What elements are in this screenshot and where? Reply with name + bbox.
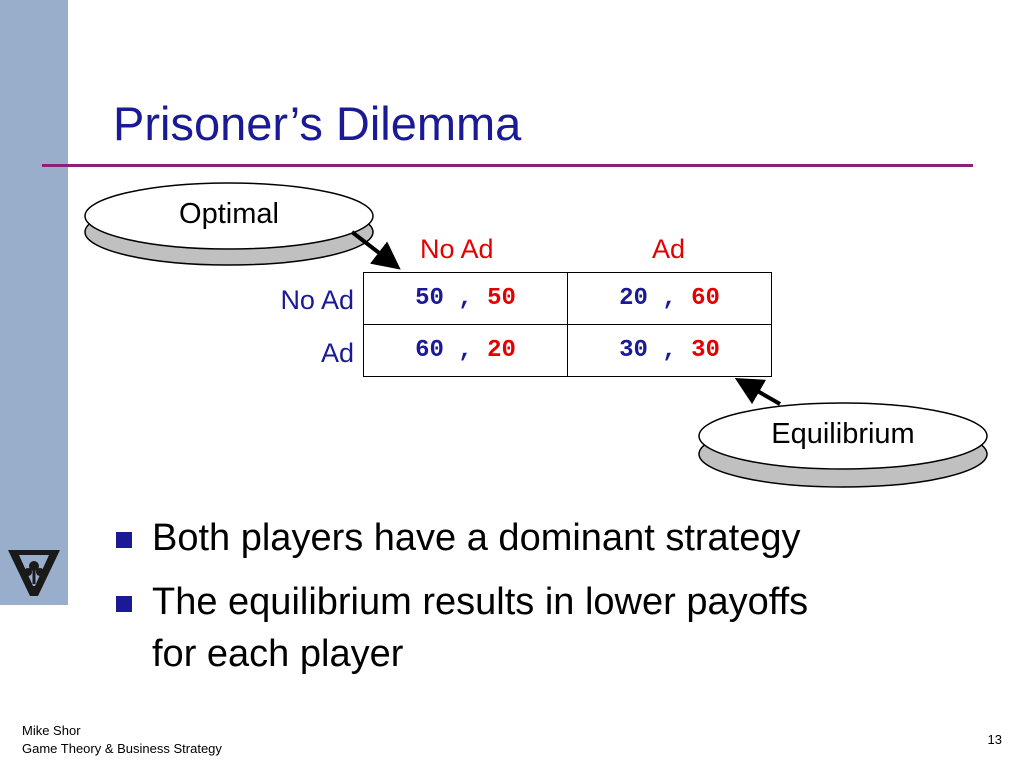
footer-author: Mike Shor: [22, 723, 81, 738]
payoff-matrix: 50 , 50 20 , 60 60 , 20 30 , 30: [363, 272, 772, 377]
col-header-ad: Ad: [652, 234, 686, 264]
payoff-cell-noad-noad: 50 , 50: [363, 272, 568, 325]
optimal-oval: [84, 182, 374, 266]
equilibrium-oval: [698, 402, 988, 488]
square-bullet-icon: [116, 596, 132, 612]
matrix-row-ad: 60 , 20 30 , 30: [363, 324, 772, 377]
matrix-row-no-ad: 50 , 50 20 , 60: [363, 272, 772, 325]
sidebar-band: [0, 0, 68, 605]
slide-title: Prisoner’s Dilemma: [113, 97, 522, 150]
optimal-label: Optimal: [179, 198, 279, 230]
title-divider: [42, 164, 973, 167]
bullet-item: Both players have a dominant strategy: [116, 512, 972, 564]
bullet-list: Both players have a dominant strategy Th…: [116, 512, 972, 692]
equilibrium-arrow: [734, 378, 781, 406]
col-header-no-ad: No Ad: [420, 234, 494, 264]
page-number: 13: [987, 732, 1002, 747]
optimal-arrow: [350, 230, 401, 270]
payoff-cell-ad-noad: 60 , 20: [363, 324, 568, 377]
square-bullet-icon: [116, 532, 132, 548]
bullet-item: The equilibrium results in lower payoffs…: [116, 576, 832, 680]
footer-credits: Mike Shor Game Theory & Business Strateg…: [22, 722, 222, 758]
vanderbilt-logo-icon: [8, 550, 60, 596]
payoff-cell-ad-ad: 30 , 30: [567, 324, 772, 377]
row-header-ad: Ad: [320, 338, 354, 368]
equilibrium-label: Equilibrium: [771, 418, 915, 450]
row-header-no-ad: No Ad: [280, 285, 354, 315]
footer-course: Game Theory & Business Strategy: [22, 741, 222, 756]
payoff-cell-noad-ad: 20 , 60: [567, 272, 772, 325]
